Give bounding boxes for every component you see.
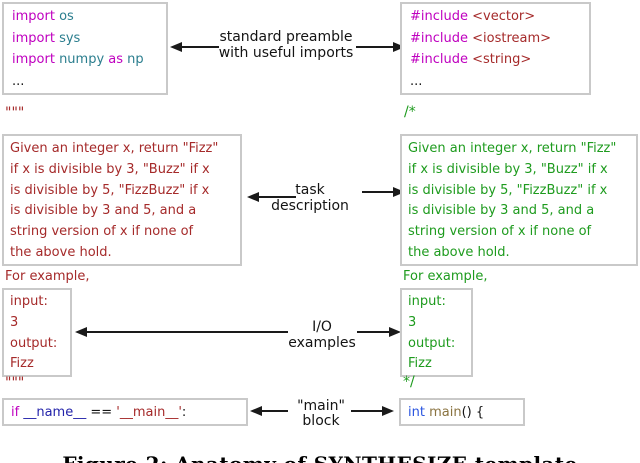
- main-block-label: "main"block: [297, 398, 345, 429]
- main-right-arrow-icon: [351, 406, 394, 416]
- figure-caption: Figure 2: Anatomy of SYNTHESIZE template: [0, 452, 640, 463]
- main-left-arrow-icon: [250, 406, 288, 416]
- cpp-preamble-box: #include <vector>#include <iostream>#inc…: [400, 2, 591, 95]
- io-left-arrow-icon: [75, 327, 288, 337]
- python-docstring-open: """: [5, 105, 25, 121]
- io-right-arrow-icon: [357, 327, 401, 337]
- task-right-arrow-icon: [362, 187, 405, 197]
- python-docstring-close: """: [5, 375, 25, 391]
- cpp-for-example-text: For example,: [403, 269, 488, 284]
- python-main-box: if __name__ == '__main__':: [2, 398, 248, 426]
- cpp-comment-close: */: [403, 374, 415, 390]
- task-left-arrow-icon: [247, 192, 296, 202]
- python-for-example-text: For example,: [5, 269, 90, 284]
- python-task-box: Given an integer x, return "Fizz"if x is…: [2, 134, 242, 266]
- preamble-left-arrow-icon: [170, 42, 219, 52]
- cpp-main-box: int main() {: [399, 398, 525, 426]
- cpp-comment-open: /*: [404, 104, 416, 120]
- preamble-right-arrow-icon: [356, 42, 405, 52]
- cpp-task-box: Given an integer x, return "Fizz"if x is…: [400, 134, 638, 266]
